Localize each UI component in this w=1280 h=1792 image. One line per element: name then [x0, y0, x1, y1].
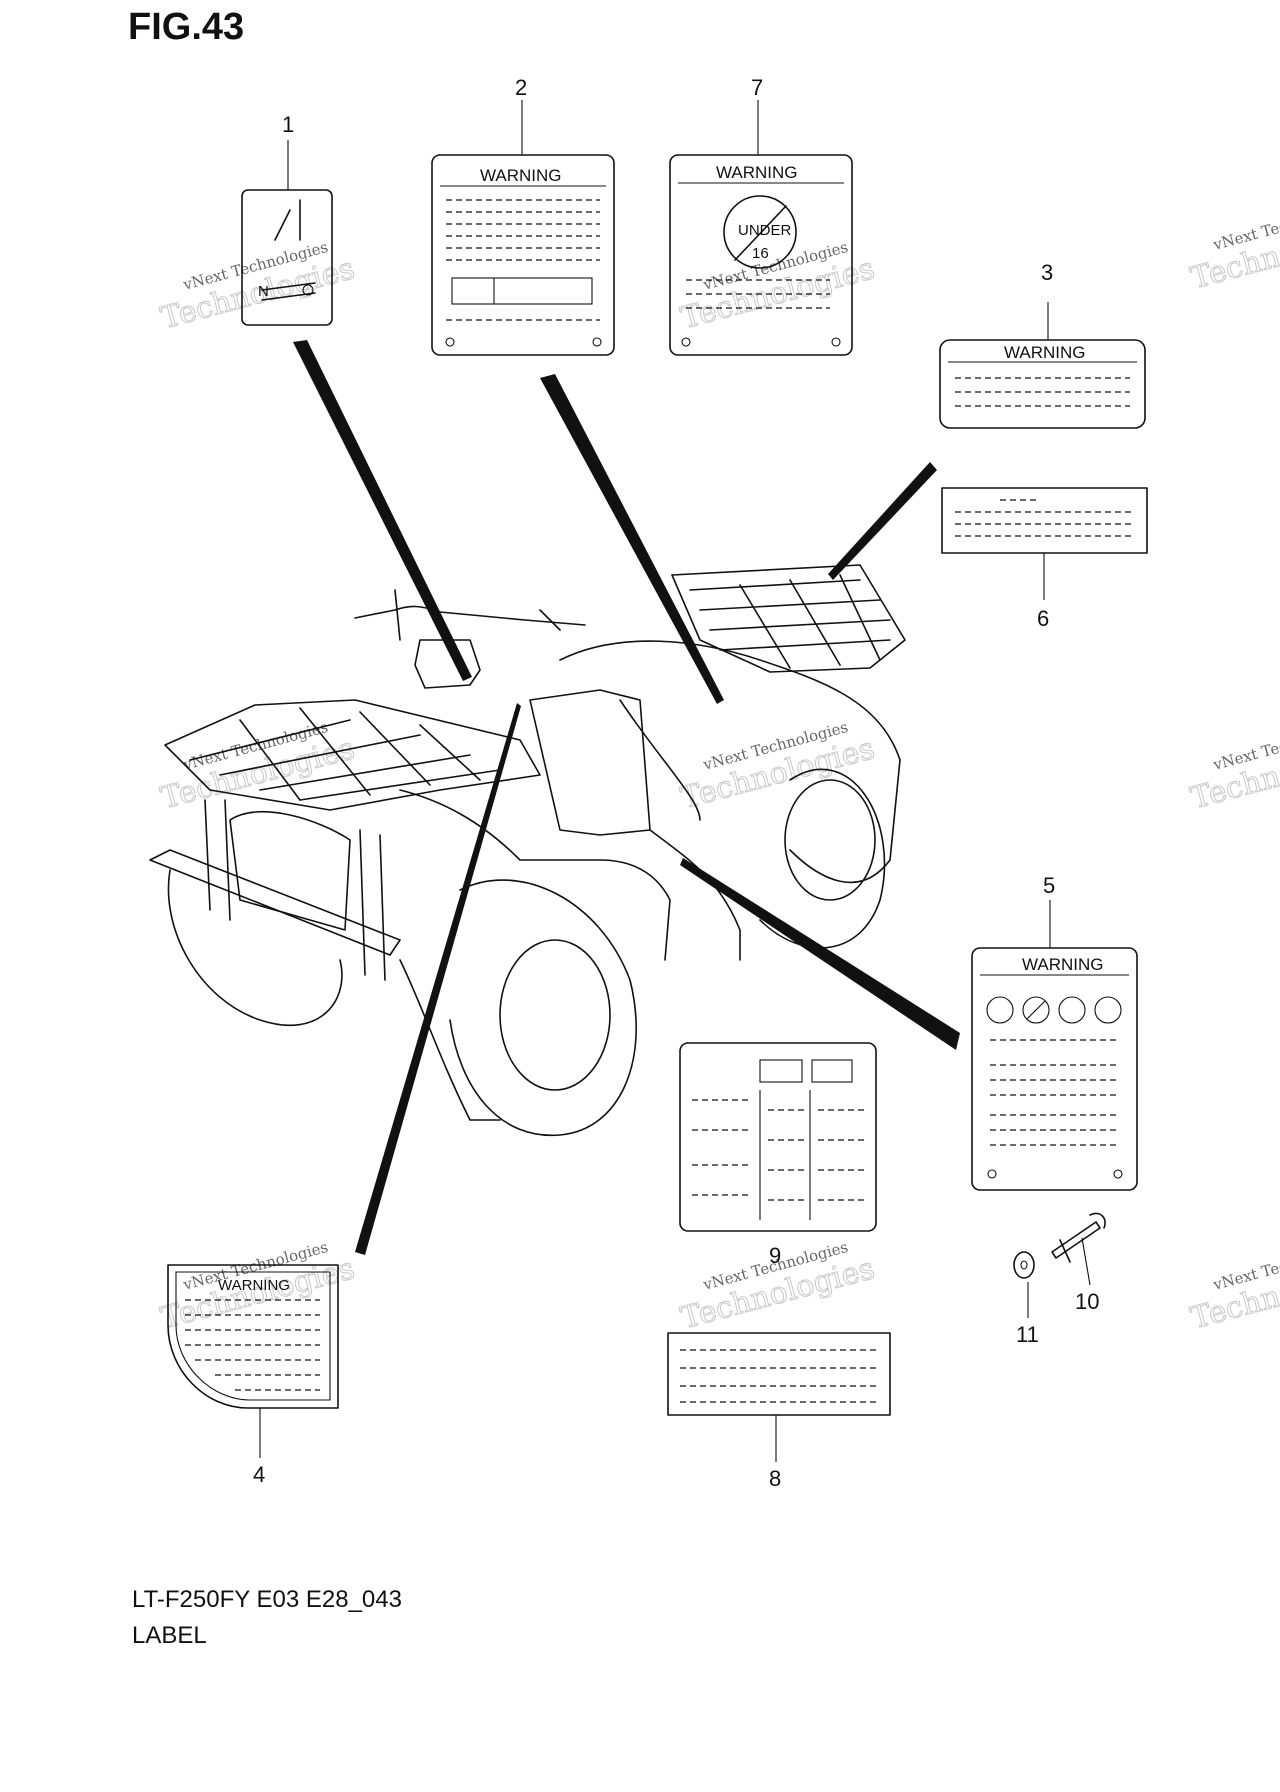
- warning-text: WARNING: [480, 166, 562, 185]
- callout-9: 9: [769, 1243, 781, 1268]
- callout-1: 1: [282, 112, 294, 137]
- label-1-part: N: [241, 140, 333, 326]
- callout-4: 4: [253, 1462, 265, 1487]
- callout-8: 8: [769, 1466, 781, 1491]
- fastener-10-part: [1051, 1212, 1106, 1286]
- label-2-part: WARNING: [431, 100, 615, 356]
- callout-6: 6: [1037, 606, 1049, 631]
- label-3-part: WARNING: [939, 302, 1146, 429]
- callout-10: 10: [1075, 1289, 1099, 1314]
- label-4-part: WARNING: [167, 1264, 339, 1458]
- label-7-part: WARNING UNDER 16: [669, 100, 853, 356]
- svg-text:N: N: [258, 283, 269, 300]
- under-text: UNDER: [738, 222, 792, 239]
- callout-7: 7: [751, 75, 763, 100]
- warning-text: WARNING: [1022, 955, 1104, 974]
- warning-text: WARNING: [716, 163, 798, 182]
- model-caption: LT-F250FY E03 E28_043: [132, 1586, 402, 1613]
- washer-11-part: [1013, 1251, 1035, 1318]
- callout-5: 5: [1043, 873, 1055, 898]
- atv-illustration: [149, 564, 906, 1137]
- callout-11: 11: [1016, 1322, 1039, 1347]
- label-8-part: [667, 1332, 891, 1462]
- callout-3: 3: [1041, 260, 1053, 285]
- callout-numbers: 1 2 3 4 5 6 7 8 9 10 11: [253, 75, 1099, 1491]
- part-name-caption: LABEL: [132, 1622, 207, 1649]
- warning-text: WARNING: [1004, 343, 1086, 362]
- label-6-part: [941, 487, 1148, 600]
- callout-2: 2: [515, 75, 527, 100]
- figure-title: FIG.43: [128, 6, 245, 48]
- leader-lines: [293, 340, 960, 1255]
- under-number: 16: [752, 245, 769, 262]
- warning-text: WARNING: [218, 1277, 290, 1294]
- label-5-part: WARNING: [971, 900, 1138, 1191]
- label-9-part: [679, 1042, 877, 1232]
